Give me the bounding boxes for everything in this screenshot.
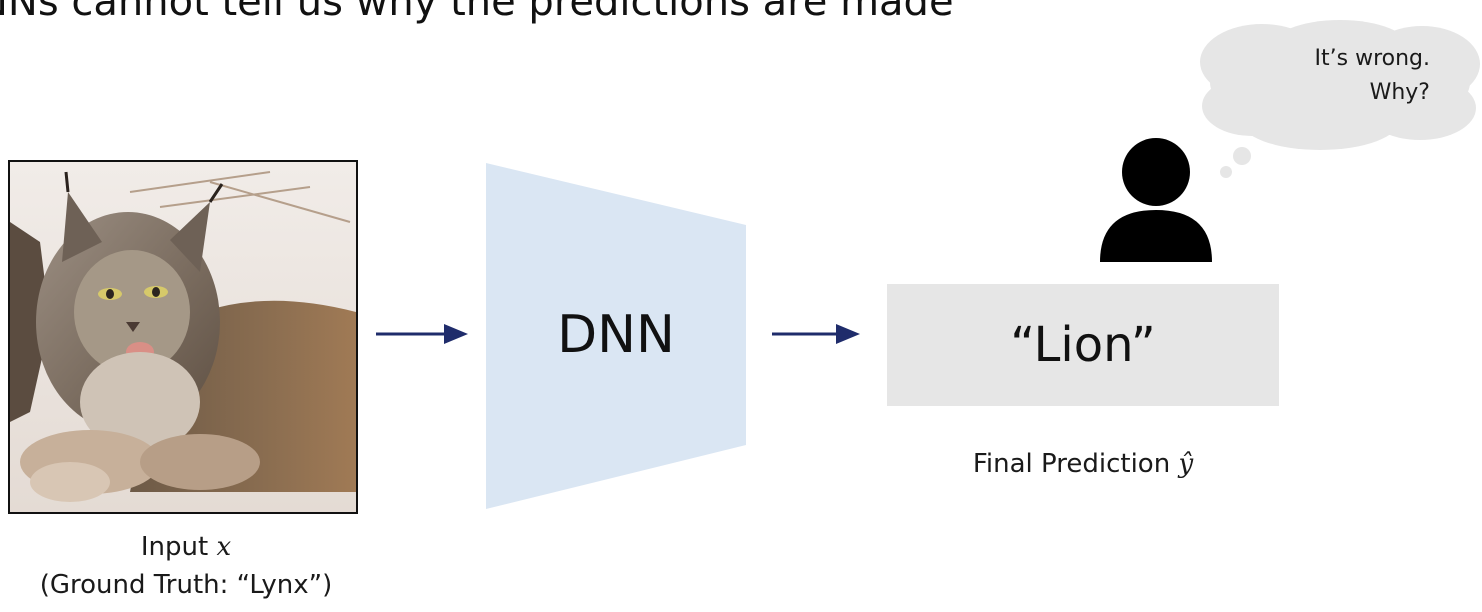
dnn-block xyxy=(486,163,746,509)
person-icon xyxy=(1100,138,1212,262)
thought-text: It’s wrong. Why? xyxy=(1230,42,1430,110)
prediction-box: “Lion” xyxy=(887,284,1279,406)
ground-truth-label: (Ground Truth: “Lynx”) xyxy=(39,570,333,600)
prediction-value: “Lion” xyxy=(1010,317,1156,373)
lynx-illustration xyxy=(10,162,356,512)
input-label-text: Input xyxy=(140,532,217,562)
arrow-dnn-to-prediction xyxy=(772,324,860,344)
dnn-label: DNN xyxy=(557,305,675,365)
thought-bubble xyxy=(1200,20,1480,178)
arrow-input-to-dnn xyxy=(376,324,468,344)
thought-line-1: It’s wrong. xyxy=(1314,46,1430,71)
prediction-caption-text: Final Prediction xyxy=(972,449,1179,479)
slide-title: NNs cannot tell us why the predictions a… xyxy=(0,0,954,25)
lynx-photo xyxy=(8,160,358,514)
thought-line-2: Why? xyxy=(1369,80,1430,105)
input-label: Input x xyxy=(0,528,372,566)
input-caption: Input x (Ground Truth: “Lynx”) xyxy=(0,528,372,604)
prediction-variable: ŷ xyxy=(1178,449,1194,479)
prediction-caption: Final Prediction ŷ xyxy=(887,444,1279,484)
input-variable: x xyxy=(216,532,232,562)
